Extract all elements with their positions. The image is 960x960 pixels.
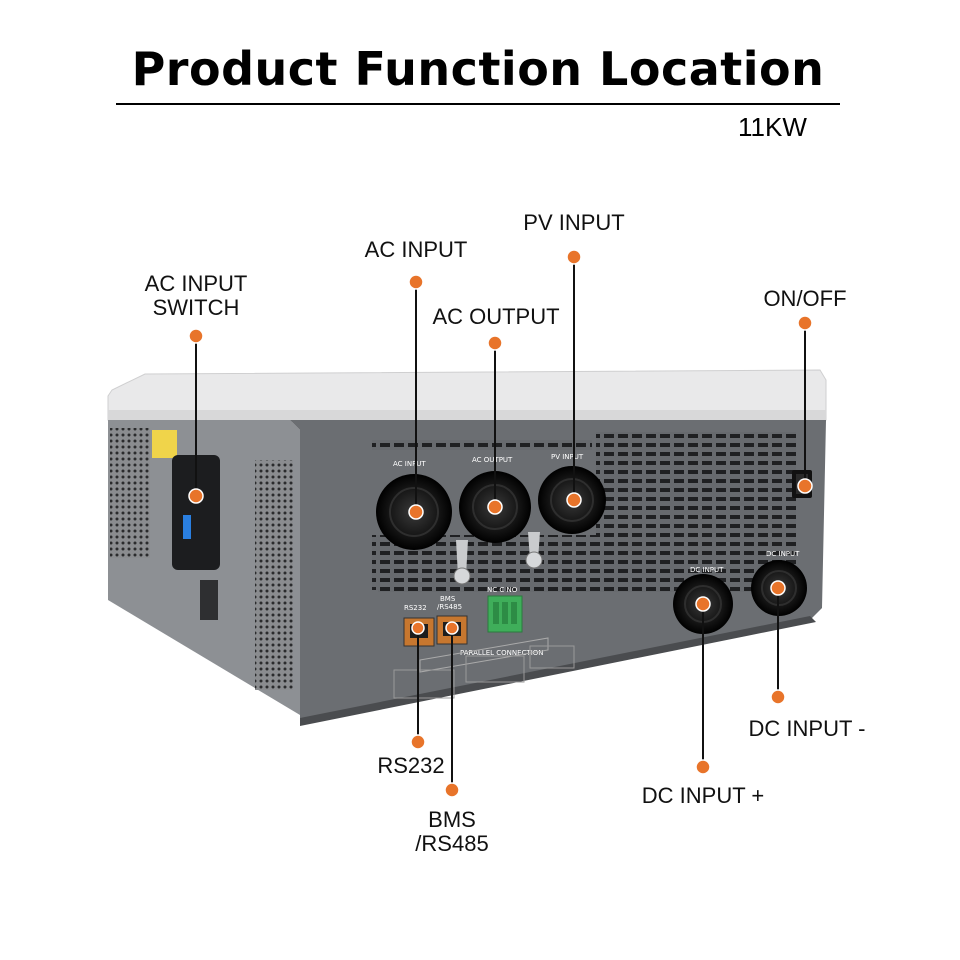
ac-output-marking: AC OUTPUT [472, 456, 513, 464]
bms-marking-1: BMS [440, 595, 456, 603]
marker-dot-icon [410, 734, 426, 750]
label-ac-input-switch-line1: AC INPUT [144, 271, 248, 296]
bms-marking-2: /RS485 [437, 603, 462, 611]
marker-dot-icon [487, 499, 503, 515]
label-dc-input-plus: DC INPUT + [641, 783, 765, 808]
marker-dot-icon [797, 315, 813, 331]
label-bms-line1: BMS [428, 807, 476, 832]
marker-dot-icon [797, 478, 813, 494]
ground-lug-icon [453, 532, 543, 585]
ac-input-switch[interactable] [172, 455, 220, 570]
callout-markers [188, 249, 813, 798]
marker-dot-icon [695, 759, 711, 775]
marker-dot-icon [695, 596, 711, 612]
title-underline [116, 103, 840, 105]
marker-dot-icon [566, 249, 582, 265]
label-dc-input-minus: DC INPUT - [748, 716, 866, 741]
marker-dot-icon [444, 782, 460, 798]
marker-dot-icon [770, 580, 786, 596]
label-ac-input-switch-line2: SWITCH [152, 295, 240, 320]
label-bms-line2: /RS485 [415, 831, 489, 856]
back-panel [290, 420, 826, 726]
marker-dot-icon [408, 274, 424, 290]
callout-lines [195, 257, 806, 790]
dc-minus-marking: DC INPUT [766, 550, 800, 558]
marker-dot-icon [770, 689, 786, 705]
marker-dot-icon [188, 488, 204, 504]
top-cover [107, 369, 827, 422]
label-pv-input: PV INPUT [523, 210, 625, 235]
pv-input-marking: PV INPUT [551, 453, 584, 461]
label-on-off: ON/OFF [763, 286, 847, 311]
marker-dot-icon [566, 492, 582, 508]
label-ac-output: AC OUTPUT [432, 304, 560, 329]
marker-dot-icon [487, 335, 503, 351]
dry-contact-terminal[interactable] [487, 595, 523, 633]
page-title: Product Function Location [131, 42, 825, 96]
parallel-connection-area [393, 637, 575, 699]
label-ac-input-switch: AC INPUT SWITCH [132, 272, 260, 320]
rs232-marking: RS232 [404, 604, 427, 612]
ac-input-marking: AC INPUT [393, 460, 426, 468]
marker-dot-icon [408, 504, 424, 520]
marker-dot-icon [445, 621, 459, 635]
parallel-marking: PARALLEL CONNECTION [460, 649, 544, 657]
marker-dot-icon [411, 621, 425, 635]
dc-plus-marking: DC INPUT [690, 566, 724, 574]
left-side-panel [108, 420, 300, 715]
label-bms-rs485: BMS /RS485 [404, 808, 500, 856]
marker-dot-icon [188, 328, 204, 344]
label-ac-input: AC INPUT [364, 237, 468, 262]
dry-contact-marking: NC C NO [487, 586, 518, 594]
page-subtitle: 11KW [738, 112, 807, 142]
label-rs232: RS232 [377, 753, 445, 778]
